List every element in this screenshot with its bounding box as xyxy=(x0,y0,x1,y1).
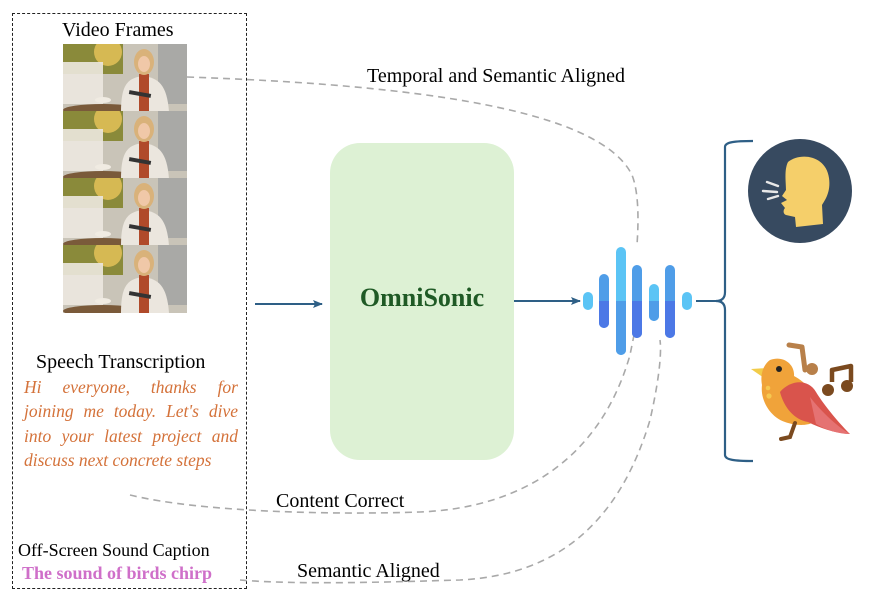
singing-bird-icon xyxy=(751,342,854,441)
input-group-box xyxy=(12,13,247,589)
offscreen-caption-text: The sound of birds chirp xyxy=(22,563,213,583)
model-name: OmniSonic xyxy=(359,283,485,312)
temporal-semantic-aligned-label: Temporal and Semantic Aligned xyxy=(367,65,625,87)
content-correct-link xyxy=(129,334,635,514)
video-frames-title: Video Frames xyxy=(62,19,174,41)
temporal-semantic-link xyxy=(186,76,639,246)
speech-transcription-text: Hi everyone, thanks for joining me today… xyxy=(24,377,238,470)
video-frame xyxy=(63,44,187,112)
video-frame xyxy=(63,111,187,179)
output-brace xyxy=(715,139,754,463)
content-correct-label: Content Correct xyxy=(276,490,405,512)
semantic-aligned-label: Semantic Aligned xyxy=(297,560,440,582)
video-frame xyxy=(63,245,187,313)
model-box xyxy=(330,143,514,460)
semantic-aligned-link xyxy=(239,339,662,584)
audio-waveform-icon xyxy=(583,247,692,355)
offscreen-caption-title: Off-Screen Sound Caption xyxy=(18,540,210,560)
video-frame xyxy=(63,178,187,246)
speaking-head-icon xyxy=(748,139,852,243)
speech-transcription-title: Speech Transcription xyxy=(36,351,206,373)
